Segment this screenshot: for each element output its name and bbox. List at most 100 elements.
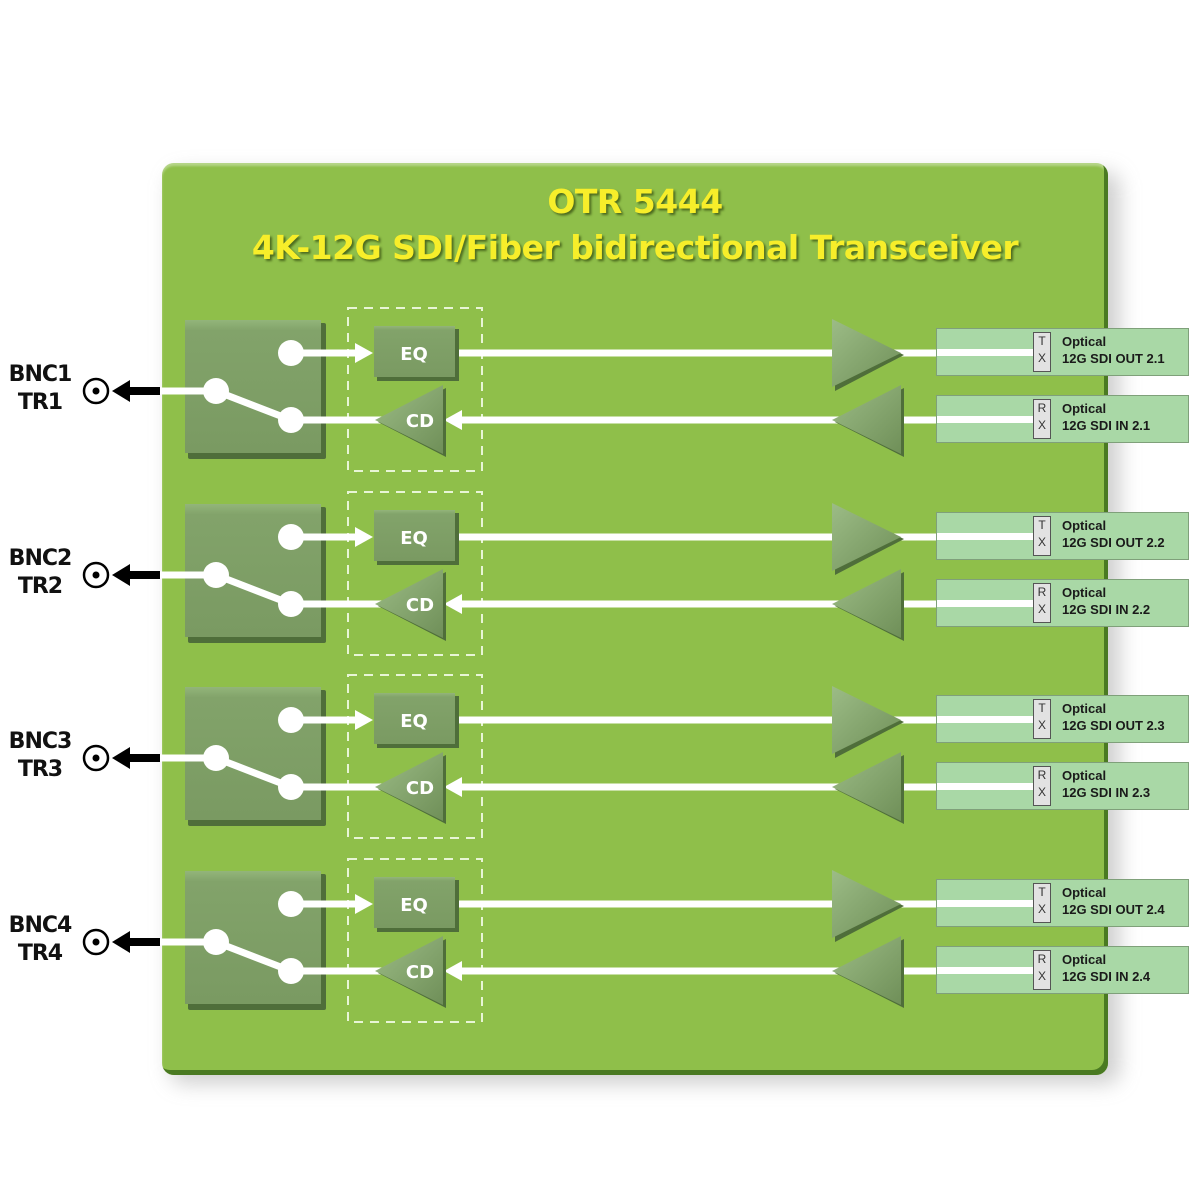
bnc-arrow-head-icon bbox=[112, 564, 130, 586]
badge-char: X bbox=[1037, 418, 1046, 432]
cd-block bbox=[375, 569, 443, 638]
switch-lever bbox=[214, 938, 293, 975]
tx-driver-amplifier bbox=[832, 319, 901, 387]
fiber-signal-line bbox=[937, 900, 1033, 907]
arrow-to-cd-icon bbox=[444, 777, 462, 797]
port-type: Optical bbox=[1062, 952, 1107, 967]
cd-label: CD bbox=[406, 778, 434, 799]
arrow-to-cd-icon bbox=[444, 594, 462, 614]
switch-contact-eq bbox=[278, 524, 304, 550]
port-label: Optical 12G SDI OUT 2.4 bbox=[1062, 884, 1165, 918]
port-label: Optical 12G SDI IN 2.1 bbox=[1062, 400, 1150, 434]
model-subtitle: 4K-12G SDI/Fiber bidirectional Transceiv… bbox=[251, 228, 1019, 267]
arrow-to-eq-icon bbox=[355, 894, 373, 914]
port-type: Optical bbox=[1062, 701, 1107, 716]
fiber-signal-line bbox=[937, 967, 1033, 974]
fiber-signal-line bbox=[937, 416, 1033, 423]
cd-label: CD bbox=[406, 595, 434, 616]
eq-label: EQ bbox=[400, 895, 428, 916]
fiber-signal-line bbox=[937, 533, 1033, 540]
switch-contact-common bbox=[203, 378, 229, 404]
tx-driver-amplifier bbox=[832, 870, 901, 938]
port-type: Optical bbox=[1062, 401, 1107, 416]
bnc-arrow-shaft bbox=[128, 754, 160, 762]
badge-char: R bbox=[1037, 952, 1047, 966]
fiber-signal-line bbox=[937, 349, 1033, 356]
switch-lever bbox=[214, 387, 293, 424]
badge-char: R bbox=[1037, 585, 1047, 599]
tr-name: TR4 bbox=[17, 941, 63, 966]
switch-contact-common bbox=[203, 929, 229, 955]
port-type: Optical bbox=[1062, 585, 1107, 600]
port-type: Optical bbox=[1062, 518, 1107, 533]
cd-label: CD bbox=[406, 411, 434, 432]
tx-driver-amplifier bbox=[832, 686, 901, 754]
tr-name: TR1 bbox=[17, 390, 63, 415]
rx-receiver-amplifier bbox=[832, 936, 901, 1005]
switch-lever bbox=[214, 571, 293, 608]
rx-receiver-amplifier bbox=[832, 569, 901, 638]
switch-contact-common bbox=[203, 745, 229, 771]
port-name: 12G SDI IN 2.1 bbox=[1062, 418, 1151, 433]
bnc-connector-icon bbox=[82, 744, 110, 772]
cd-label: CD bbox=[406, 962, 434, 983]
port-name: 12G SDI IN 2.3 bbox=[1062, 785, 1151, 800]
channel-4: EQ CD bbox=[82, 858, 1040, 1023]
badge-char: T bbox=[1038, 885, 1046, 899]
port-type: Optical bbox=[1062, 885, 1107, 900]
tx-driver-amplifier bbox=[832, 503, 901, 571]
badge-char: T bbox=[1038, 518, 1046, 532]
cd-block bbox=[375, 385, 443, 454]
tr-name: TR3 bbox=[17, 757, 63, 782]
cd-block bbox=[375, 936, 443, 1005]
switch-contact-eq bbox=[278, 340, 304, 366]
bnc-arrow-head-icon bbox=[112, 747, 130, 769]
badge-char: X bbox=[1037, 969, 1046, 983]
bnc-connector-icon bbox=[82, 928, 110, 956]
badge-char: X bbox=[1037, 351, 1046, 365]
arrow-to-cd-icon bbox=[444, 961, 462, 981]
bnc-connector-pin-icon bbox=[92, 938, 100, 946]
bnc-connector-icon bbox=[82, 377, 110, 405]
port-name: 12G SDI OUT 2.1 bbox=[1062, 351, 1165, 366]
bnc-connector-pin-icon bbox=[92, 571, 100, 579]
bnc-connector-pin-icon bbox=[92, 387, 100, 395]
switch-contact-cd bbox=[278, 958, 304, 984]
port-name: 12G SDI OUT 2.4 bbox=[1062, 902, 1165, 917]
port-label: Optical 12G SDI OUT 2.3 bbox=[1062, 700, 1165, 734]
rx-receiver-amplifier bbox=[832, 385, 901, 454]
port-name: 12G SDI OUT 2.3 bbox=[1062, 718, 1165, 733]
switch-contact-eq bbox=[278, 707, 304, 733]
eq-block bbox=[374, 693, 455, 744]
bnc-arrow-head-icon bbox=[112, 380, 130, 402]
eq-block bbox=[374, 877, 455, 928]
eq-label: EQ bbox=[400, 344, 428, 365]
bnc-name: BNC1 bbox=[8, 362, 73, 387]
bnc-name: BNC3 bbox=[8, 729, 73, 754]
channel-1: EQ CD bbox=[82, 307, 1040, 472]
model-title: OTR 5444 bbox=[547, 182, 723, 221]
eq-cd-group-box bbox=[347, 674, 483, 839]
tr-name: TR2 bbox=[17, 574, 63, 599]
